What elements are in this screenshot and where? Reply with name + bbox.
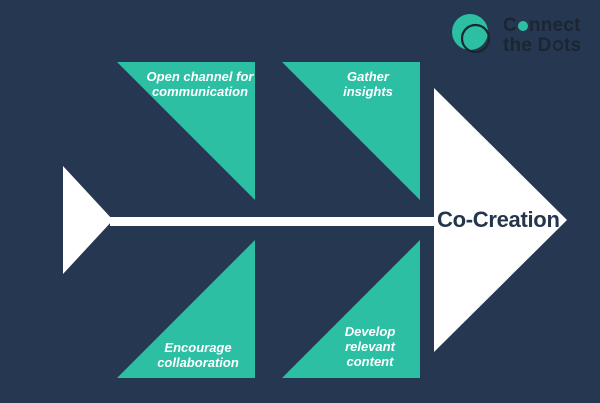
logo-filled-circle-icon xyxy=(452,14,488,50)
logo-line2-post: ts xyxy=(564,34,582,56)
branch-label-open-channel: Open channel for communication xyxy=(146,69,254,99)
logo-line2-pre: the D xyxy=(503,34,552,56)
branch-bottom-right-triangle xyxy=(282,240,420,378)
logo-line1-post: nnect xyxy=(528,15,581,36)
branch-bottom-left-triangle xyxy=(117,240,255,378)
arrow-shaft xyxy=(110,217,437,226)
logo-line1-pre: C xyxy=(503,15,517,36)
branch-top-left-triangle xyxy=(117,62,255,200)
arrow-head-triangle xyxy=(434,88,567,352)
branch-top-right-triangle xyxy=(282,62,420,200)
logo-o-ring-icon xyxy=(552,40,563,51)
branch-label-gather-insights: Gather insights xyxy=(343,69,393,99)
logo-o-dot-icon xyxy=(517,21,528,31)
center-label-co-creation: Co-Creation xyxy=(437,207,560,232)
branch-label-develop-content: Develop relevant content xyxy=(344,324,396,369)
branch-label-encourage-collaboration: Encourage collaboration xyxy=(157,340,239,370)
logo-line-2: the D ts xyxy=(503,34,582,56)
logo-outline-circle-icon xyxy=(460,23,491,54)
arrow-tail-triangle xyxy=(63,166,113,274)
